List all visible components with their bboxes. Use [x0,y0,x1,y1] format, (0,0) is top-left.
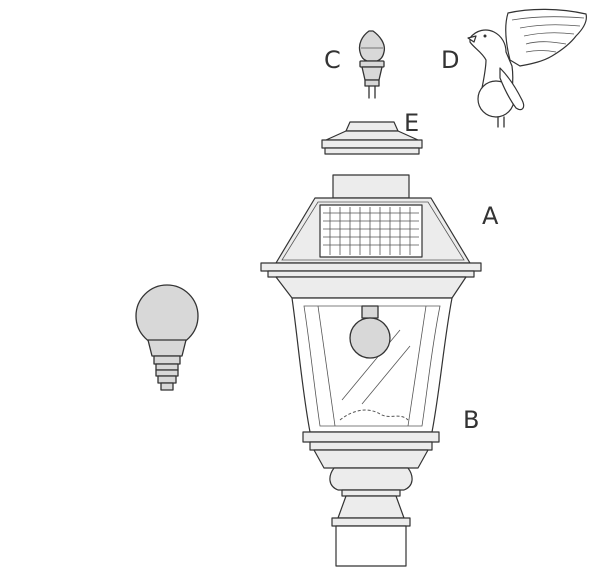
inner-bulb [349,305,391,359]
eagle-part [467,8,587,128]
top-cap-part [321,121,423,155]
callout-label-b: B [463,406,480,434]
finial-part [358,30,386,99]
callout-label-c: C [324,46,341,74]
solar-top-part [260,174,482,278]
callout-label-d: D [441,46,460,74]
callout-label-a: A [482,202,499,230]
solar-panel-grid [323,207,419,255]
callout-label-e: E [404,109,420,137]
lantern-body-part [275,276,467,567]
light-bulb-part [135,284,199,391]
